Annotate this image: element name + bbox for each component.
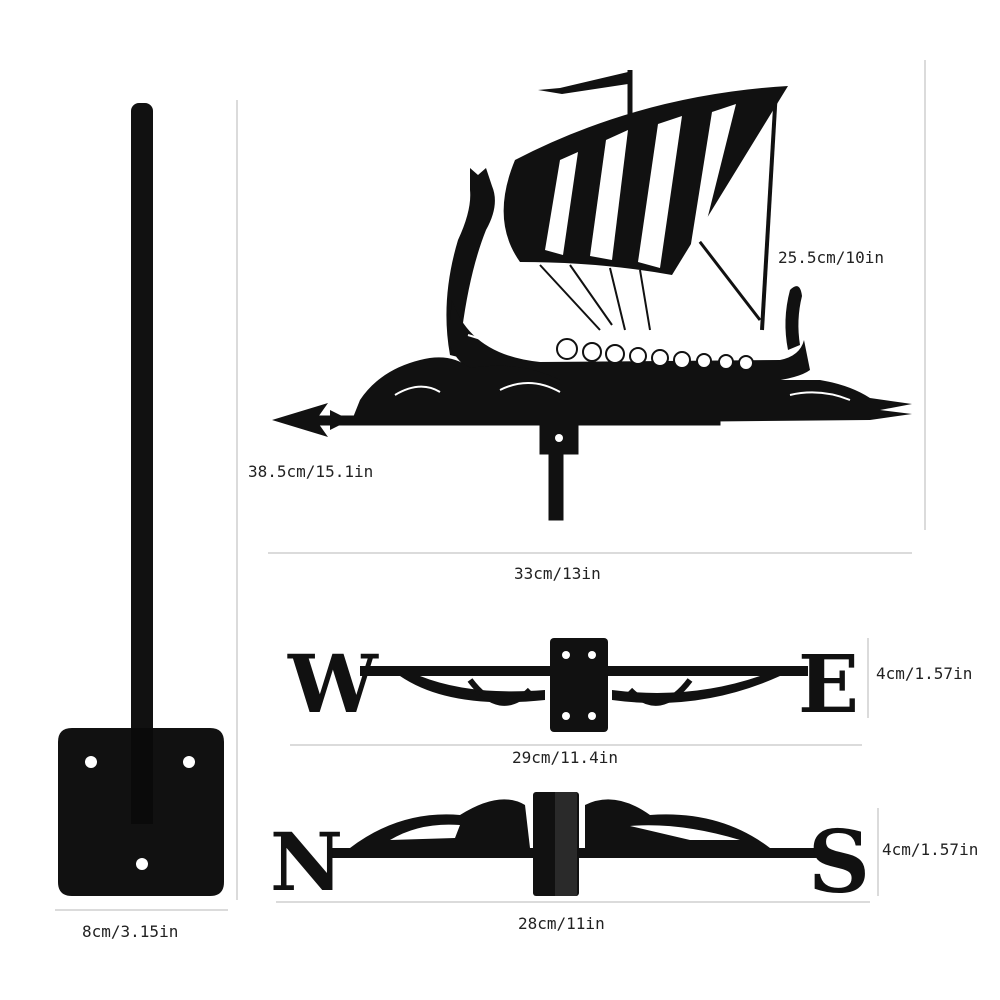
pole — [131, 103, 153, 823]
west-east-arm: W E — [287, 637, 859, 732]
arrow-pointer — [272, 403, 328, 437]
guide-lines — [55, 60, 926, 911]
ship-total-height-label: 38.5cm/15.1in — [248, 462, 374, 481]
ship-height-label: 25.5cm/10in — [778, 248, 884, 267]
ns-width-label: 28cm/11in — [518, 914, 605, 933]
we-height-label: 4cm/1.57in — [876, 664, 973, 683]
letter-east: E — [798, 637, 859, 731]
letter-west: W — [287, 637, 379, 731]
ns-height-label: 4cm/1.57in — [882, 840, 979, 859]
we-width-label: 29cm/11.4in — [512, 748, 618, 767]
mounting-pole — [58, 103, 224, 896]
letter-north: N — [270, 815, 343, 909]
viking-ship-silhouette — [272, 70, 912, 521]
north-south-arm: N S — [270, 792, 870, 913]
base-width-label: 8cm/3.15in — [82, 922, 179, 941]
letter-south: S — [808, 812, 870, 913]
ship-width-label: 33cm/13in — [514, 564, 601, 583]
